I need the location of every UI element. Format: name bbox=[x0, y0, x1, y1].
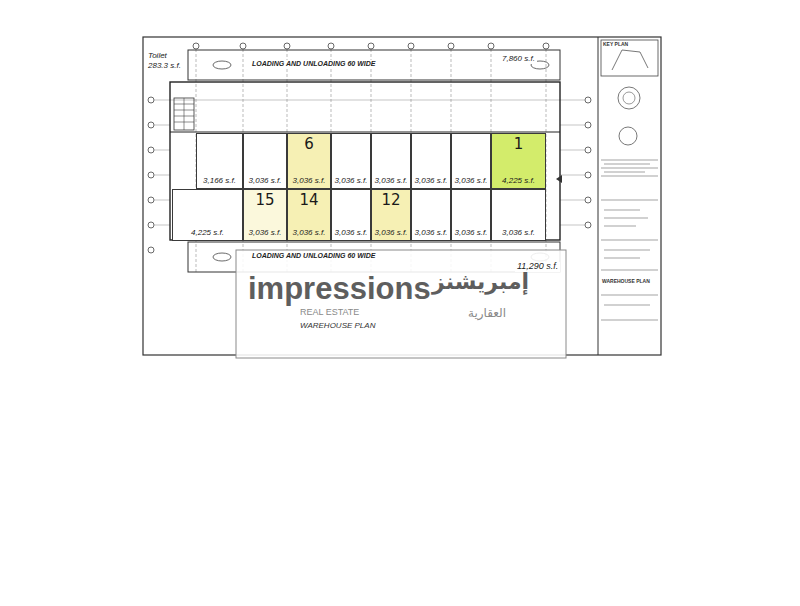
unit-number: 12 bbox=[381, 193, 400, 208]
stamp-circle bbox=[623, 92, 635, 104]
stamp-circle bbox=[619, 127, 637, 145]
key-plan-sketch bbox=[612, 50, 648, 70]
warehouse-unit: 14 3,036 s.f. bbox=[287, 189, 331, 241]
unit-number: 15 bbox=[255, 193, 274, 208]
unit-number: 1 bbox=[514, 137, 524, 152]
warehouse-unit: 1 4,225 s.f. bbox=[491, 133, 546, 189]
warehouse-unit: 3,036 s.f. bbox=[331, 189, 371, 241]
watermark: العقارية bbox=[468, 307, 506, 320]
warehouse-unit: 3,036 s.f. bbox=[411, 189, 451, 241]
unit-area: 3,036 s.f. bbox=[502, 229, 535, 237]
sheet-title: WAREHOUSE PLAN bbox=[602, 279, 650, 285]
unit-area: 3,036 s.f. bbox=[335, 229, 368, 237]
unit-area: 3,036 s.f. bbox=[249, 177, 282, 185]
strip-label: LOADING AND UNLOADING 60 WIDE bbox=[250, 252, 377, 260]
warehouse-unit: 3,036 s.f. bbox=[243, 133, 287, 189]
warehouse-unit: 3,036 s.f. bbox=[411, 133, 451, 189]
unit-area: 3,036 s.f. bbox=[335, 177, 368, 185]
room-label: Toilet bbox=[146, 52, 169, 61]
title-block-divider bbox=[598, 37, 599, 355]
unit-number: 6 bbox=[304, 137, 314, 152]
warehouse-unit: 3,166 s.f. bbox=[196, 133, 243, 189]
unit-area: 3,036 s.f. bbox=[293, 177, 326, 185]
building-outline bbox=[170, 82, 560, 240]
warehouse-unit: 15 3,036 s.f. bbox=[243, 189, 287, 241]
warehouse-unit: 12 3,036 s.f. bbox=[371, 189, 411, 241]
unit-number: 14 bbox=[299, 193, 318, 208]
unit-area: 3,036 s.f. bbox=[415, 177, 448, 185]
unit-area: 3,036 s.f. bbox=[455, 229, 488, 237]
key-plan-title: KEY PLAN bbox=[603, 42, 628, 48]
unit-area: 3,166 s.f. bbox=[203, 177, 236, 185]
area-label: 283.3 s.f. bbox=[146, 62, 183, 71]
area-label: 7,860 s.f. bbox=[500, 55, 537, 64]
warehouse-unit: 3,036 s.f. bbox=[451, 189, 491, 241]
unit-area: 3,036 s.f. bbox=[455, 177, 488, 185]
watermark-panel bbox=[236, 250, 566, 358]
warehouse-unit: 3,036 s.f. bbox=[371, 133, 411, 189]
warehouse-unit: 3,036 s.f. bbox=[451, 133, 491, 189]
entry-arrow bbox=[556, 175, 562, 183]
unit-area: 3,036 s.f. bbox=[249, 229, 282, 237]
unit-area: 3,036 s.f. bbox=[375, 177, 408, 185]
strip-label: LOADING AND UNLOADING 60 WIDE bbox=[250, 60, 377, 68]
key-plan-box bbox=[601, 40, 658, 76]
unit-area: 3,036 s.f. bbox=[415, 229, 448, 237]
warehouse-unit: 6 3,036 s.f. bbox=[287, 133, 331, 189]
drawing-title: WAREHOUSE PLAN bbox=[300, 322, 375, 331]
watermark: إمبريشنز bbox=[432, 270, 529, 294]
watermark: impressions bbox=[248, 272, 431, 306]
warehouse-unit: 4,225 s.f. bbox=[172, 189, 243, 241]
stamp-circle bbox=[618, 87, 640, 109]
unit-area: 4,225 s.f. bbox=[502, 177, 535, 185]
unit-area: 4,225 s.f. bbox=[191, 229, 224, 237]
unit-area: 3,036 s.f. bbox=[375, 229, 408, 237]
unit-area: 3,036 s.f. bbox=[293, 229, 326, 237]
warehouse-unit: 3,036 s.f. bbox=[331, 133, 371, 189]
watermark: REAL ESTATE bbox=[300, 308, 359, 318]
warehouse-unit: 3,036 s.f. bbox=[491, 189, 546, 241]
loading-strip bbox=[188, 50, 560, 80]
toilet-block bbox=[174, 98, 194, 130]
